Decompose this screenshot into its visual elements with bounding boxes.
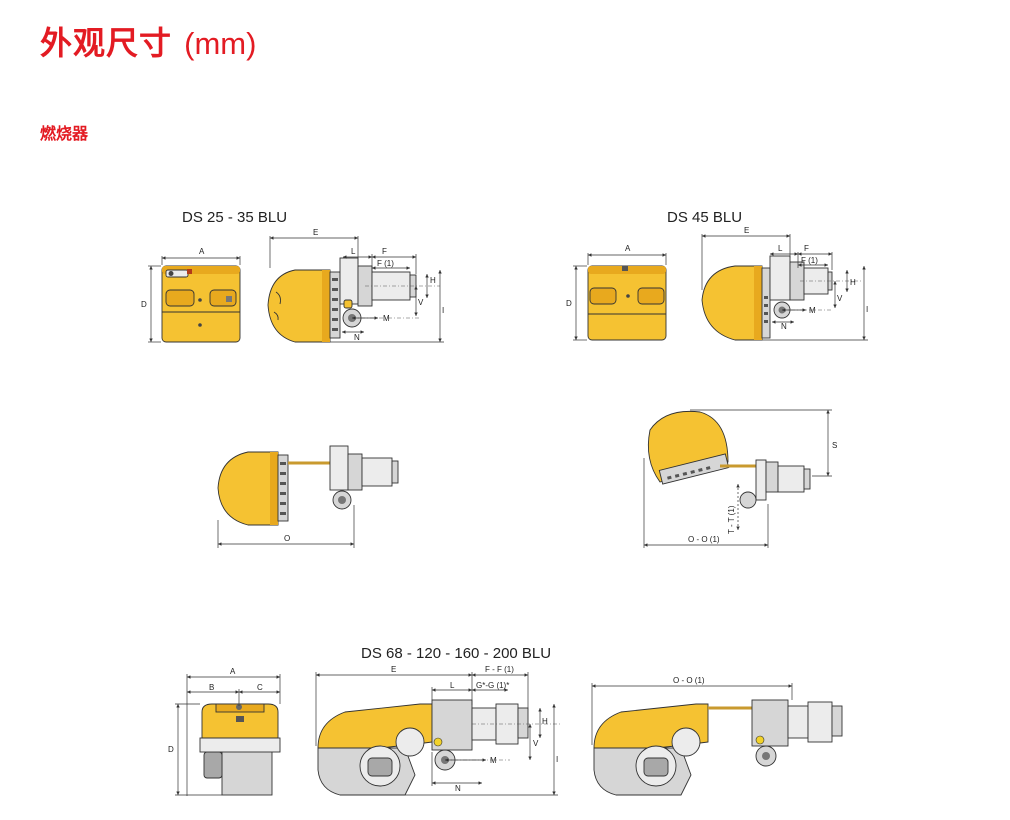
dim-M-m2: M <box>809 306 816 315</box>
dim-A-m3: A <box>230 667 236 676</box>
dim-I-m2: I <box>866 305 868 314</box>
dim-F-m1: F <box>382 247 387 256</box>
dim-D-m1: D <box>141 300 147 309</box>
open-view-ds45 <box>647 410 811 509</box>
dim-N-m1: N <box>354 333 360 342</box>
open-view-ds25 <box>217 445 399 526</box>
dim-FF1-m3: F - F (1) <box>485 665 514 674</box>
dim-H-m2: H <box>850 278 856 287</box>
dim-I-m3: I <box>556 755 558 764</box>
dim-D-m3: D <box>168 745 174 754</box>
dim-S-m2: S <box>832 441 837 450</box>
dim-V-m3: V <box>533 739 539 748</box>
front-view-ds68 <box>199 703 281 796</box>
model-label-ds45: DS 45 BLU <box>667 209 742 226</box>
dim-H-m3: H <box>542 717 548 726</box>
dim-M-m1: M <box>383 314 390 323</box>
dim-A-m1: A <box>199 247 205 256</box>
page-title-unit: (mm) <box>184 26 257 61</box>
dim-V-m2: V <box>837 294 843 303</box>
dim-E-m1: E <box>313 228 318 237</box>
side-view-ds68 <box>317 699 529 796</box>
dim-F1-m1: F (1) <box>377 259 394 268</box>
dim-O-m1: O <box>284 534 290 543</box>
dim-E-m3: E <box>391 665 396 674</box>
page-title: 外观尺寸 (mm) <box>40 18 256 64</box>
dim-F1-m2: F (1) <box>801 256 818 265</box>
dim-E-m2: E <box>744 226 749 235</box>
dim-C-m3: C <box>257 683 263 692</box>
dim-I-m1: I <box>442 306 444 315</box>
dim-TT1-m2: T - T (1) <box>727 505 736 534</box>
dim-OO1-m3: O - O (1) <box>673 676 705 685</box>
dim-M-m3: M <box>490 756 497 765</box>
dim-L-m1: L <box>351 247 356 256</box>
dim-F-m2: F <box>804 244 809 253</box>
side-view-ds45 <box>701 255 833 341</box>
dim-N-m2: N <box>781 322 787 331</box>
front-view-ds45 <box>587 265 667 341</box>
side-view-ds25 <box>267 257 417 343</box>
front-view-ds25 <box>161 265 241 343</box>
dim-L-m2: L <box>778 244 783 253</box>
dim-V-m1: V <box>418 298 424 307</box>
dim-H-m1: H <box>430 276 436 285</box>
dim-L-m3: L <box>450 681 455 690</box>
dim-GG1-m3: G*-G (1)* <box>476 681 509 690</box>
section-title: 燃烧器 <box>40 124 89 143</box>
dim-D-m2: D <box>566 299 572 308</box>
open-view-ds68 <box>593 699 843 796</box>
dim-A-m2: A <box>625 244 631 253</box>
model-label-ds25-35: DS 25 - 35 BLU <box>182 209 287 226</box>
page-title-text: 外观尺寸 <box>40 24 173 62</box>
dim-N-m3: N <box>455 784 461 793</box>
model-label-ds68-200: DS 68 - 120 - 160 - 200 BLU <box>361 645 551 662</box>
dim-B-m3: B <box>209 683 214 692</box>
dim-OO1-m2: O - O (1) <box>688 535 720 544</box>
